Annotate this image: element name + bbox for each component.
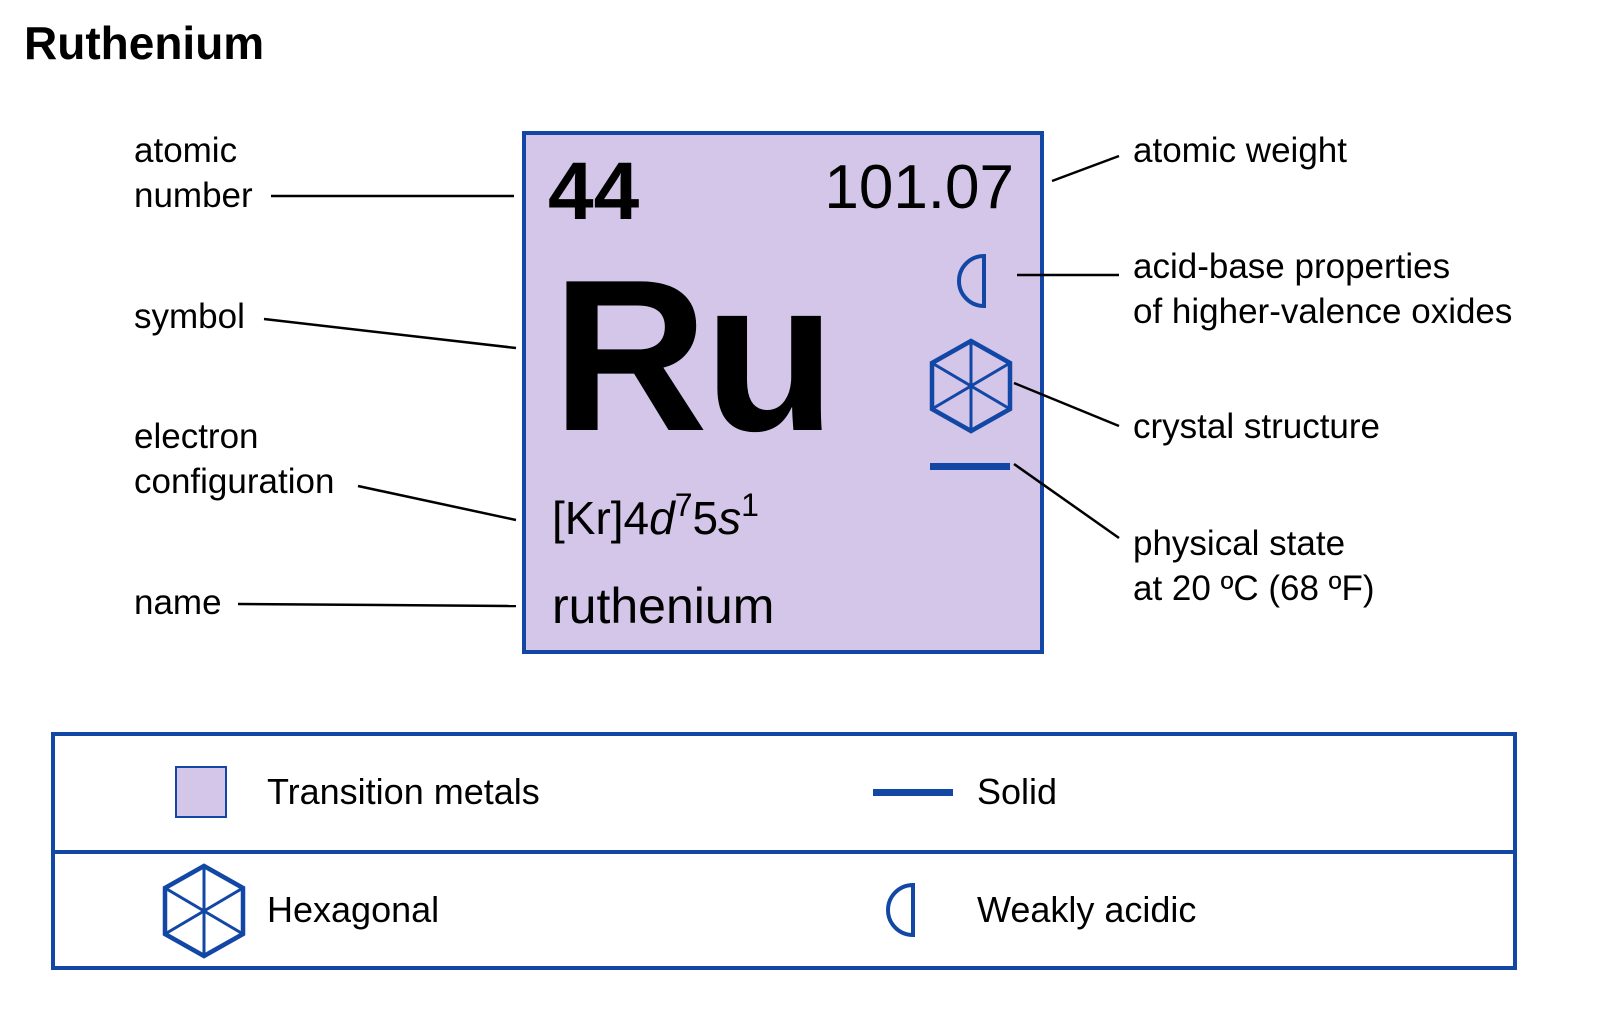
legend-crystal: Hexagonal	[267, 889, 440, 930]
label-line: electron	[134, 417, 259, 456]
legend: Transition metals Solid Hexagonal Weakly…	[51, 732, 1517, 970]
config-shell: 5	[692, 492, 719, 544]
atomic-number: 44	[548, 146, 640, 237]
config-orbital: d	[649, 492, 675, 544]
label-crystal-structure: crystal structure	[1133, 407, 1380, 446]
config-exponent: 1	[741, 487, 759, 523]
legend-state: Solid	[977, 771, 1058, 812]
label-line: atomic	[134, 131, 238, 170]
config-orbital: s	[718, 492, 742, 544]
legend-acidity: Weakly acidic	[977, 889, 1197, 930]
label-name: name	[134, 583, 222, 622]
config-exponent: 7	[674, 487, 693, 523]
label-symbol: symbol	[134, 297, 245, 336]
transition-metals-swatch-icon	[175, 766, 227, 818]
element-tile: 44 101.07 Ru [Kr]4d75s1 ruthenium	[522, 131, 1044, 654]
half-circle-icon	[886, 882, 915, 938]
label-line: physical state	[1133, 524, 1346, 563]
label-acid-base: acid-base properties of higher-valence o…	[1133, 244, 1512, 334]
leader-symbol	[263, 317, 517, 350]
page-title: Ruthenium	[24, 17, 265, 69]
label-line: of higher-valence oxides	[1133, 292, 1513, 331]
label-atomic-weight: atomic weight	[1133, 131, 1347, 170]
legend-category: Transition metals	[267, 771, 540, 812]
legend-divider	[55, 850, 1513, 854]
label-electron-configuration: electron configuration	[134, 414, 334, 504]
solid-bar-icon	[873, 789, 953, 796]
hexagon-icon	[162, 863, 246, 959]
half-circle-icon	[957, 253, 986, 309]
label-line: acid-base properties	[1133, 247, 1451, 286]
element-name: ruthenium	[552, 578, 775, 634]
electron-configuration: [Kr]4d75s1	[552, 489, 759, 544]
label-line: number	[134, 176, 253, 215]
leader-electron-configuration	[357, 484, 517, 522]
config-base: [Kr]4	[552, 492, 650, 544]
hexagon-icon	[929, 338, 1013, 434]
label-line: at 20 ºC (68 ºF)	[1133, 569, 1375, 608]
element-symbol: Ru	[552, 234, 836, 476]
leader-atomic-weight	[1051, 154, 1120, 183]
label-line: configuration	[134, 462, 335, 501]
label-atomic-number: atomic number	[134, 128, 253, 218]
leader-name	[237, 602, 517, 608]
atomic-weight: 101.07	[824, 153, 1014, 222]
label-physical-state: physical state at 20 ºC (68 ºF)	[1133, 521, 1374, 611]
solid-bar-icon	[930, 463, 1010, 470]
